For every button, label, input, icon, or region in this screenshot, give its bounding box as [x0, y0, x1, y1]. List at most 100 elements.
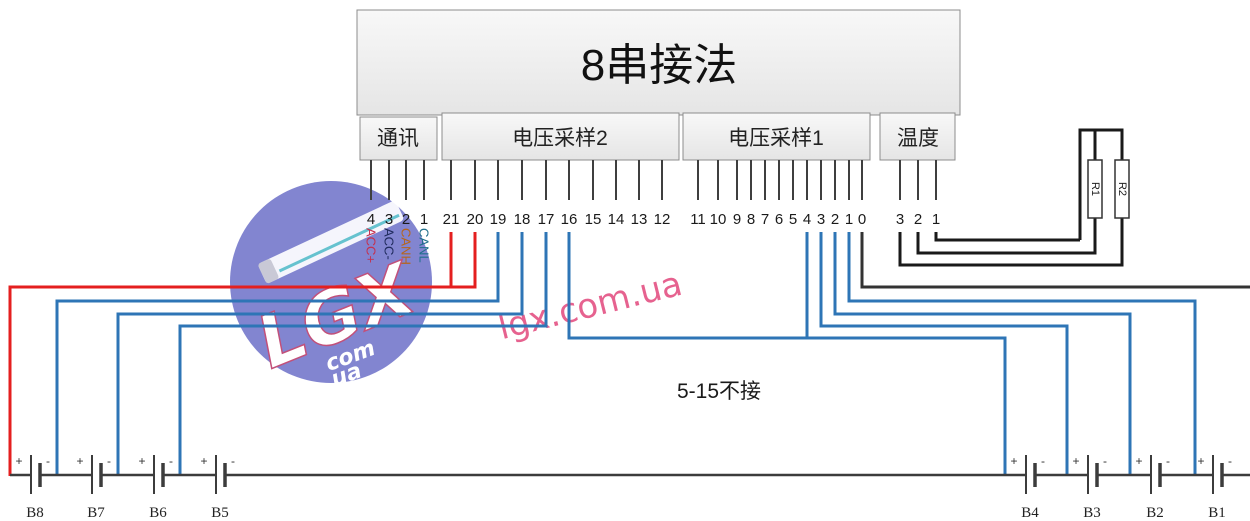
pin-number: 3: [896, 211, 904, 228]
comm-signal-label: ACC-: [382, 228, 397, 260]
watermark-battery-stripe: [278, 213, 400, 273]
pin-number: 2: [914, 211, 922, 228]
battery-minus-sign: -: [1103, 454, 1107, 468]
pin-number: 14: [608, 211, 625, 228]
battery-minus-sign: -: [169, 454, 173, 468]
battery-cell: + - B4: [1010, 454, 1045, 521]
temperature-resistors: R1 R2: [1087, 159, 1130, 219]
pin-number: 15: [585, 211, 602, 228]
temperature-connector-box: [879, 112, 956, 161]
battery-label: B7: [87, 505, 105, 521]
battery-cells: +-B8+-B7+-B6+-B5+-B4+-B3+-B2+-B1: [15, 454, 1232, 521]
battery-label: B3: [1083, 505, 1101, 521]
voltage-sampling-2-connector-label: 电压采样2: [512, 127, 608, 150]
pin-number: 3: [385, 211, 393, 228]
wire-pin0-battery-negative: [860, 232, 1250, 289]
wires: [8, 128, 1250, 476]
battery-plus-sign: +: [1135, 454, 1142, 468]
watermark-badge: [230, 181, 432, 383]
battery-plus-sign: +: [1010, 454, 1017, 468]
wire-temp-pin1: [934, 232, 1080, 242]
pin-number: 16: [561, 211, 578, 228]
battery-label: B6: [149, 505, 167, 521]
resistor-r2: [1114, 159, 1130, 219]
battery-cell: + - B7: [76, 454, 111, 521]
comm-signal-label: CANH: [399, 228, 414, 265]
battery-cell: + - B2: [1135, 454, 1170, 521]
battery-minus-sign: -: [1041, 454, 1045, 468]
pin-number: 4: [803, 211, 811, 228]
wire-temp-pin2-r1: [916, 218, 1097, 255]
pin-number: 2: [831, 211, 839, 228]
pin-number: 19: [490, 211, 507, 228]
resistor-r1-label: R1: [1089, 182, 1101, 196]
battery-label: B8: [26, 505, 44, 521]
pin-number: 5: [789, 211, 797, 228]
battery-minus-sign: -: [1228, 454, 1232, 468]
wire-pin1-b2-b1-junction: [847, 232, 1197, 476]
voltage-sampling-1-connector-label: 电压采样1: [728, 127, 824, 150]
pin-number: 17: [538, 211, 555, 228]
battery-plus-sign: +: [15, 454, 22, 468]
pin-number: 12: [654, 211, 671, 228]
wire-pin2-b3-b2-junction: [833, 232, 1132, 476]
wire-pin19-b8-b7-junction: [55, 232, 500, 476]
pin-number: 21: [443, 211, 460, 228]
wire-pin17-b6-b5-junction: [178, 232, 548, 476]
pin-number: 0: [858, 211, 866, 228]
battery-label: B4: [1021, 505, 1039, 521]
pin-number: 1: [420, 211, 428, 228]
wire-temp-pin3-r2: [898, 218, 1124, 267]
pin-number: 18: [514, 211, 531, 228]
wire-pin16-b5-b4-junction: [567, 232, 1007, 476]
wire-pin18-b7-b6-junction: [116, 232, 524, 476]
comm-signal-label: ACC+: [364, 228, 379, 263]
voltage-sampling-1-connector-box: [682, 112, 871, 161]
battery-cell: + - B8: [15, 454, 50, 521]
battery-label: B5: [211, 505, 229, 521]
comm-connector-box: [359, 116, 438, 161]
comm-connector-label: 通讯: [377, 127, 419, 150]
wire-pin3-b4-b3-junction: [819, 232, 1069, 476]
pin-number: 10: [710, 211, 727, 228]
battery-minus-sign: -: [46, 454, 50, 468]
watermark-battery-graphic: [258, 201, 404, 284]
battery-label: B2: [1146, 505, 1164, 521]
battery-cell: +-B6: [138, 454, 173, 521]
pin-number: 1: [932, 211, 940, 228]
pin-number: 13: [631, 211, 648, 228]
pin-number: 3: [817, 211, 825, 228]
temperature-connector-label: 温度: [897, 127, 939, 150]
pin-number: 9: [733, 211, 741, 228]
voltage-sampling-2-pins: 21 20 19 18 17 16 15 14 13 12: [443, 160, 671, 228]
wire-temp-common: [1078, 128, 1124, 240]
battery-minus-sign: -: [107, 454, 111, 468]
battery-plus-sign: +: [76, 454, 83, 468]
pin-number: 20: [467, 211, 484, 228]
pin-number: 7: [761, 211, 769, 228]
battery-plus-sign: +: [200, 454, 207, 468]
voltage-sampling-2-connector-box: [441, 112, 680, 161]
pin-number: 11: [690, 211, 706, 228]
battery-cell: +-B5: [200, 454, 235, 521]
battery-minus-sign: -: [1166, 454, 1170, 468]
bms-module: 8串接法 通讯 电压采样2 电压采样1 温度: [356, 9, 961, 161]
resistor-r2-label: R2: [1116, 182, 1128, 196]
pin-number: 2: [402, 211, 410, 228]
pin-number: 1: [845, 211, 853, 228]
watermark-battery-cap: [258, 259, 279, 284]
battery-label: B1: [1208, 505, 1226, 521]
pin-number: 6: [775, 211, 783, 228]
unconnected-pins-note: 5-15不接: [677, 380, 761, 403]
battery-cell: +-B1: [1197, 454, 1232, 521]
wire-pin20-battery-positive: [8, 232, 477, 476]
diagram-title: 8串接法: [581, 41, 737, 90]
pin-number: 4: [367, 211, 375, 228]
comm-signal-label: CANL: [417, 228, 432, 263]
